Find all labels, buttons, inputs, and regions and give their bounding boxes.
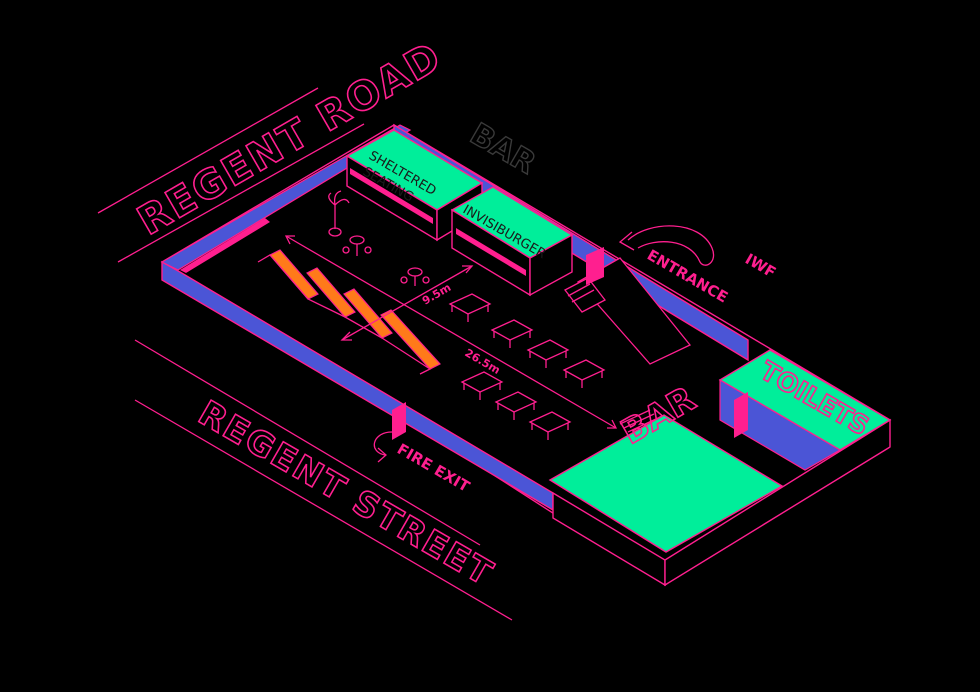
sheltered-seating-block <box>345 129 484 242</box>
planter-strip <box>180 218 270 273</box>
picnic-table <box>528 411 572 440</box>
dimension-width <box>340 265 474 341</box>
venue-floor <box>160 124 892 586</box>
entrance-ramp <box>564 247 692 365</box>
picnic-tables <box>448 293 606 440</box>
picnic-table <box>448 293 492 322</box>
cafe-table-icon-2 <box>400 267 430 286</box>
entrance-arrow-icon <box>618 225 715 266</box>
toilets-block <box>718 349 892 471</box>
invisiburger-block <box>450 186 574 297</box>
picnic-table <box>494 391 538 420</box>
dimension-length <box>284 235 618 429</box>
regent-street-lines <box>134 339 513 621</box>
right-base <box>664 418 891 587</box>
fire-exit-door <box>392 402 406 440</box>
ghost-bar-label: BAR <box>464 117 541 182</box>
orange-stairs <box>257 249 441 375</box>
entrance-label-1: IWF <box>742 250 779 282</box>
picnic-table <box>562 359 606 388</box>
bar-block <box>548 409 784 553</box>
fire-exit-arrow-icon <box>373 431 393 463</box>
picnic-table <box>490 319 534 348</box>
picnic-table <box>526 339 570 368</box>
regent-road-lines <box>97 87 365 263</box>
cafe-table-icon-1 <box>342 235 372 256</box>
plant-icon <box>328 190 350 237</box>
picnic-table <box>460 371 504 400</box>
